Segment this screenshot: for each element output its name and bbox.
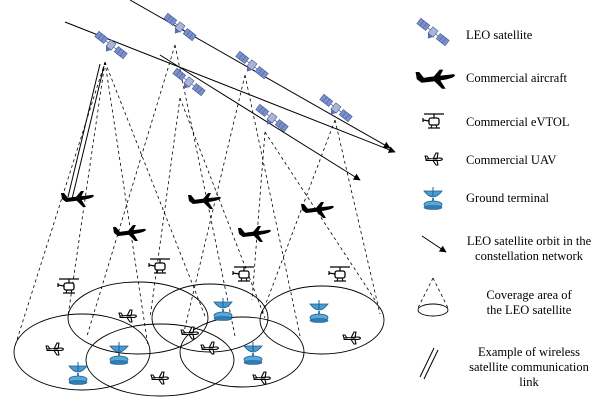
ground-terminal-icon xyxy=(423,186,443,211)
ground-terminals xyxy=(68,297,329,386)
satellite-icon xyxy=(160,12,197,45)
airplane-icon xyxy=(61,191,94,207)
wireless-link-icon xyxy=(419,347,439,380)
uav-icon xyxy=(252,371,271,385)
evtol-icon xyxy=(328,266,351,282)
ground-terminal-icon xyxy=(213,297,233,322)
legend-link-label: Example of wireless satellite communicat… xyxy=(458,345,600,390)
coverage-ellipse xyxy=(151,283,269,353)
legend-orbit-line1: LEO satellite orbit in the xyxy=(466,234,592,248)
satellite-icon xyxy=(91,30,128,63)
legend-coverage-line2: the LEO satellite xyxy=(486,303,572,317)
ground-terminal-icon xyxy=(68,361,88,386)
legend-orbit-line2: constellation network xyxy=(475,249,583,263)
orbit-lines xyxy=(64,0,396,181)
coverage-ellipse xyxy=(179,316,305,388)
uav-icon xyxy=(424,152,443,166)
evtol-icon xyxy=(232,266,255,282)
ground-terminal-icon xyxy=(243,341,263,366)
satellite-icon xyxy=(413,17,450,50)
legend-leo-satellite-label: LEO satellite xyxy=(466,28,533,42)
coverage-ellipse xyxy=(13,313,151,391)
legend-coverage-label: Coverage area of the LEO satellite xyxy=(458,288,600,318)
ground-terminal-icon xyxy=(309,299,329,324)
airplane-icon xyxy=(301,202,334,218)
airplane-icon xyxy=(415,69,455,89)
coverage-ellipse xyxy=(259,285,385,355)
legend-link-line3: link xyxy=(519,375,539,389)
orbit-line xyxy=(159,54,361,181)
evtol-icon xyxy=(57,278,80,294)
legend-coverage-line1: Coverage area of xyxy=(486,288,572,302)
wireless-link-example xyxy=(67,63,105,200)
orbit-line xyxy=(64,21,396,153)
aircraft xyxy=(61,191,334,242)
orbit-arrow-icon xyxy=(421,235,447,253)
legend-ground-terminal-label: Ground terminal xyxy=(466,191,549,205)
coverage-area-icon xyxy=(417,277,449,317)
satellite-icon xyxy=(232,50,269,83)
coverage-ellipses xyxy=(13,281,385,397)
uav-icon xyxy=(150,371,169,385)
coverage-ellipse xyxy=(67,281,209,355)
uav-icon xyxy=(118,309,137,323)
uav-icon xyxy=(342,331,361,345)
evtol-icon xyxy=(422,113,445,129)
legend-link-line2: satellite communication xyxy=(469,360,589,374)
airplane-icon xyxy=(188,193,221,209)
legend-commercial-uav-label: Commercial UAV xyxy=(466,153,557,167)
legend-commercial-aircraft-label: Commercial aircraft xyxy=(466,71,567,85)
legend-orbit-label: LEO satellite orbit in the constellation… xyxy=(458,234,600,264)
airplane-icon xyxy=(113,225,146,241)
legend-commercial-evtol-label: Commercial eVTOL xyxy=(466,115,570,129)
airplane-icon xyxy=(238,226,271,242)
coverage-ellipse xyxy=(85,323,235,397)
satellites xyxy=(91,12,353,136)
evtol-icon xyxy=(148,258,171,274)
legend-icons xyxy=(413,17,455,380)
legend-link-line1: Example of wireless xyxy=(477,345,581,359)
uav-icon xyxy=(45,342,64,356)
